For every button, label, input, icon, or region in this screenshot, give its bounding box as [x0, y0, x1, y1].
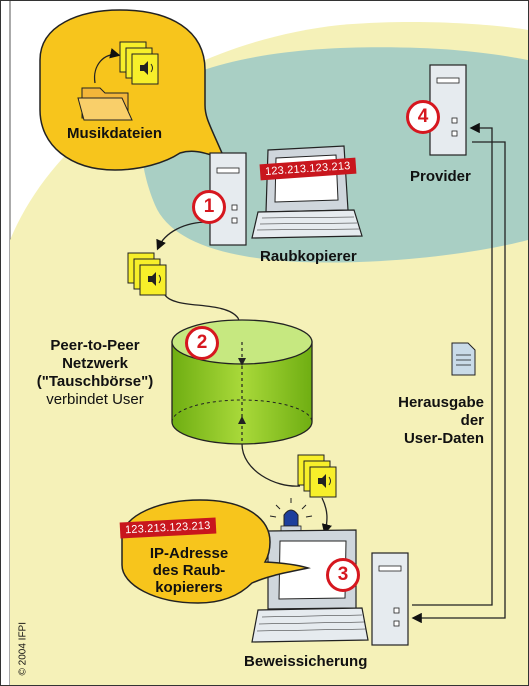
ip-label-line1: IP-Adresse [149, 545, 229, 562]
handover-label: Herausgabe der User-Daten [372, 394, 484, 448]
pirate-label: Raubkopierer [260, 248, 357, 265]
p2p-label-line4: verbindet User [46, 391, 144, 408]
step-1-badge: 1 [192, 190, 226, 224]
handover-label-line3: User-Daten [403, 430, 484, 447]
speaker-file-icon [127, 252, 167, 296]
request-line [412, 122, 493, 606]
provider-label: Provider [410, 168, 471, 185]
speaker-file-icon [297, 454, 337, 498]
music-files-label: Musikdateien [67, 125, 163, 142]
copyright-label: © 2004 IFPI [17, 621, 29, 676]
p2p-label-line1: Peer-to-Peer [50, 337, 140, 354]
evidence-label: Beweissicherung [244, 653, 368, 670]
copy-arrow [93, 48, 121, 84]
step-4-badge: 4 [406, 100, 440, 134]
evidence-arrow [321, 497, 332, 535]
evidence-tower-icon [371, 552, 409, 646]
folder-icon [77, 87, 133, 121]
p2p-down-path [241, 443, 301, 487]
handover-label-line1: Herausgabe [398, 394, 484, 411]
step-3-badge: 3 [326, 558, 360, 592]
ip-label-line2: des Raub- [152, 562, 226, 579]
ip-address-label: IP-Adresse des Raub- kopierers [130, 545, 248, 596]
p2p-label-line2: Netzwerk [62, 355, 128, 372]
handover-label-line2: der [460, 412, 484, 429]
siren-icon [269, 498, 313, 532]
p2p-label: Peer-to-Peer Netzwerk ("Tauschbörse") ve… [30, 337, 160, 409]
speaker-file-icon [119, 41, 159, 85]
document-icon [451, 342, 476, 376]
handover-line [411, 141, 506, 624]
ip-label-line3: kopierers [155, 579, 223, 596]
p2p-label-line3: ("Tauschbörse") [36, 373, 154, 390]
step-2-badge: 2 [185, 326, 219, 360]
